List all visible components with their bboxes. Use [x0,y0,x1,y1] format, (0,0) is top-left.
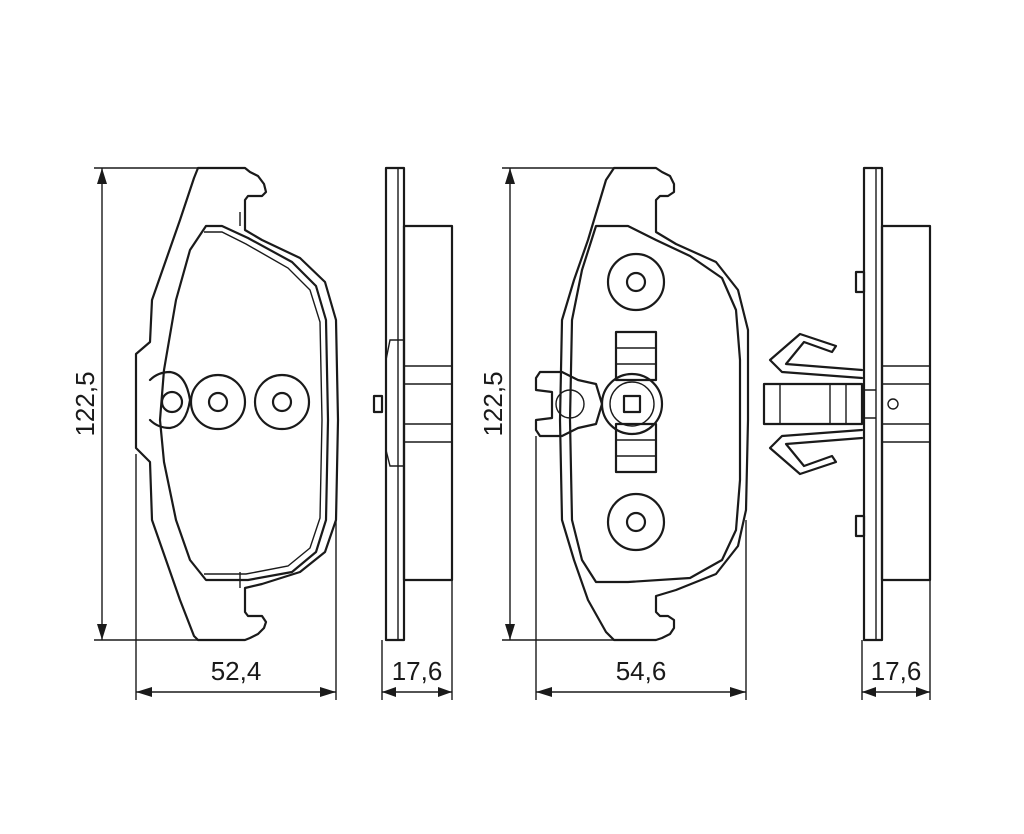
boss-hole-2 [271,391,293,413]
dimension-width-left: 52,4 [135,454,337,700]
boss-outer-1 [189,373,247,431]
boss-outer-3 [606,252,666,312]
pad-1-side-view [372,166,454,642]
pad-1-front-view [134,166,340,642]
dimension-width-right: 54,6 [535,436,747,700]
pad-2-side-view [762,166,932,642]
boss-hole-4 [625,511,647,533]
height-right-label: 122,5 [478,371,508,436]
thickness-left-label: 17,6 [392,656,443,686]
boss-hole-1 [207,391,229,413]
width-right-label: 54,6 [616,656,667,686]
boss-outer-2 [253,373,311,431]
boss-outer-4 [606,492,666,552]
dimension-thickness-right: 17,6 [861,580,931,700]
width-left-label: 52,4 [211,656,262,686]
dimension-height-right: 122,5 [478,167,614,641]
pad-2-front-view [534,166,750,642]
height-left-label: 122,5 [70,371,100,436]
thickness-right-label: 17,6 [871,656,922,686]
dimension-height-left: 122,5 [70,167,198,641]
pin-hole [160,390,184,414]
dimension-thickness-left: 17,6 [381,580,453,700]
boss-hole-3 [625,271,647,293]
